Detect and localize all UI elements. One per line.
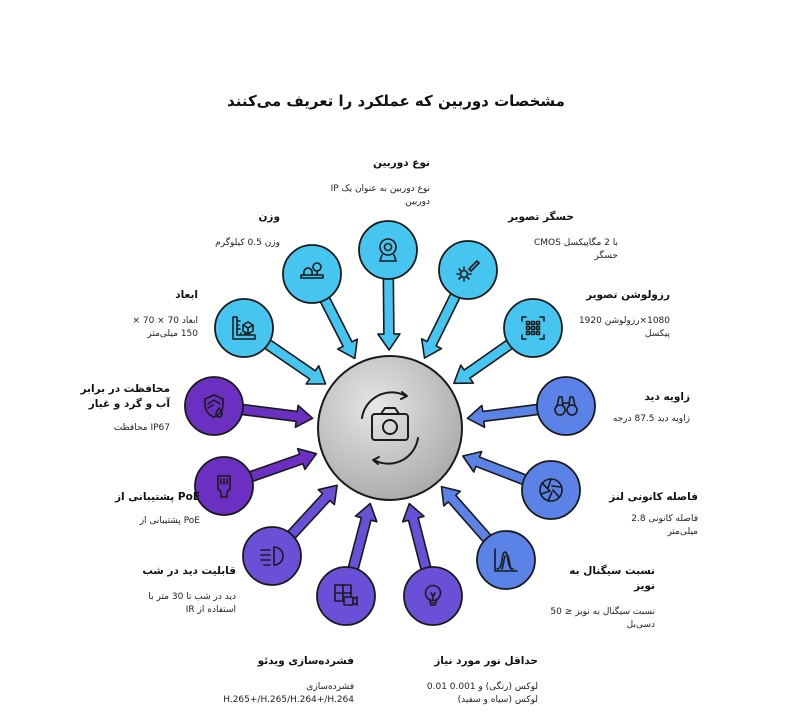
ethernet-icon bbox=[217, 475, 231, 498]
label-view-angle: زاویه دید زاویه دید 87.5 درجه bbox=[600, 390, 690, 426]
node-night_vision bbox=[242, 526, 302, 586]
pixel-grid-icon bbox=[521, 316, 545, 340]
label-desc: PoE پشتیبانی از bbox=[139, 516, 200, 526]
label-resolution: رزولوشن تصویر 1080×رزولوشن 1920 پیکسل bbox=[570, 288, 670, 341]
arrow-min_light bbox=[401, 502, 433, 574]
label-poe: PoE پشتیبانی از PoE پشتیبانی از bbox=[100, 490, 200, 528]
label-desc: فاصله کانونی 2.8 میلی‌متر bbox=[631, 514, 698, 537]
label-title: وزن bbox=[258, 211, 280, 223]
node-weight bbox=[282, 244, 342, 304]
label-night-vision: قابلیت دید در شب دید در شب تا 30 متر با … bbox=[130, 564, 236, 617]
node-resolution bbox=[503, 298, 563, 358]
label-desc: IP67 محافظت bbox=[113, 423, 170, 433]
light-bulb-icon bbox=[424, 584, 442, 606]
label-dimensions: ابعاد ابعاد 70 × 70 × 150 میلی‌متر bbox=[118, 288, 198, 341]
label-camera-type: نوع دوربین نوع دوربین به عنوان یک IP دور… bbox=[330, 156, 430, 209]
node-view_angle bbox=[536, 376, 596, 436]
camera-rotate-icon bbox=[361, 391, 419, 465]
ruler-box-icon bbox=[232, 316, 256, 340]
nodes-layer bbox=[184, 220, 596, 626]
node-compression bbox=[316, 566, 376, 626]
center-node bbox=[317, 355, 463, 501]
label-desc: نسبت سیگنال به نویز ≤ 50 دسی‌بل bbox=[550, 607, 655, 630]
label-desc: وزن 0.5 کیلوگرم bbox=[215, 238, 280, 248]
node-focal_length bbox=[521, 460, 581, 520]
arrow-focal_length bbox=[461, 450, 531, 487]
label-title: نسبت سیگنال به نویز bbox=[569, 565, 655, 592]
label-desc: زاویه دید 87.5 درجه bbox=[612, 414, 690, 424]
label-title: ابعاد bbox=[175, 289, 198, 301]
label-desc: نوع دوربین به عنوان یک IP دوربین bbox=[330, 184, 430, 207]
label-protection: محافظت در برابر آب و گرد و غبار IP67 محا… bbox=[70, 382, 170, 435]
label-desc: ابعاد 70 × 70 × 150 میلی‌متر bbox=[132, 316, 198, 339]
aperture-icon bbox=[539, 478, 563, 502]
arrow-snr bbox=[440, 485, 495, 546]
node-camera_type bbox=[358, 220, 418, 280]
label-weight: وزن وزن 0.5 کیلوگرم bbox=[200, 210, 280, 250]
label-focal-length: فاصله کانونی لنز فاصله کانونی 2.8 میلی‌م… bbox=[598, 490, 698, 539]
label-title: رزولوشن تصویر bbox=[586, 289, 670, 301]
webcam-icon bbox=[379, 238, 397, 262]
node-sensor bbox=[438, 240, 498, 300]
label-sensor: حسگر تصویر با 2 مگاپیکسل CMOS حسگر bbox=[508, 210, 618, 263]
arrow-camera_type bbox=[377, 274, 401, 351]
headlight-icon bbox=[260, 546, 284, 566]
arrow-night_vision bbox=[284, 484, 338, 542]
binoculars-icon bbox=[554, 396, 578, 416]
label-desc: با 2 مگاپیکسل CMOS حسگر bbox=[534, 238, 618, 261]
label-min-light: حداقل نور مورد نیاز لوکس (رنگی) و 0.001 … bbox=[418, 654, 538, 707]
arrow-dimensions bbox=[260, 337, 327, 385]
arrow-compression bbox=[346, 502, 378, 574]
label-desc: 1080×رزولوشن 1920 پیکسل bbox=[578, 316, 670, 339]
label-title: حسگر تصویر bbox=[508, 211, 574, 223]
label-title: فشرده‌سازی ویدئو bbox=[257, 655, 354, 667]
label-desc: فشرده‌سازی H.265+/H.265/H.264+/H.264 bbox=[223, 682, 354, 705]
arrows-layer bbox=[237, 274, 543, 574]
arrow-resolution bbox=[453, 337, 517, 385]
label-title: حداقل نور مورد نیاز bbox=[434, 655, 538, 667]
signal-wave-icon bbox=[494, 548, 518, 572]
label-title: قابلیت دید در شب bbox=[142, 565, 236, 577]
shield-water-icon bbox=[204, 394, 224, 418]
arrow-view_angle bbox=[466, 403, 543, 429]
arrow-weight bbox=[317, 293, 359, 360]
arrow-sensor bbox=[420, 289, 463, 359]
label-title: فاصله کانونی لنز bbox=[609, 491, 698, 503]
arrow-protection bbox=[237, 403, 314, 429]
label-desc: لوکس (رنگی) و 0.001 0.01 لوکس (سیاه و سف… bbox=[426, 682, 538, 705]
label-snr: نسبت سیگنال به نویز نسبت سیگنال به نویز … bbox=[545, 564, 655, 632]
node-protection bbox=[184, 376, 244, 436]
label-desc: دید در شب تا 30 متر با استفاده از IR bbox=[148, 592, 236, 615]
label-title: زاویه دید bbox=[644, 391, 690, 403]
node-snr bbox=[476, 530, 536, 590]
node-min_light bbox=[403, 566, 463, 626]
label-title: PoE پشتیبانی از bbox=[114, 491, 200, 503]
node-poe bbox=[194, 456, 254, 516]
page-title: مشخصات دوربین که عملکرد را تعریف می‌کنند bbox=[227, 92, 565, 110]
arrow-poe bbox=[245, 447, 318, 484]
label-title: نوع دوربین bbox=[373, 157, 430, 169]
label-title: محافظت در برابر آب و گرد و غبار bbox=[80, 383, 170, 410]
video-grid-icon bbox=[334, 584, 358, 606]
scale-icon bbox=[300, 262, 324, 279]
sensor-chip-icon bbox=[456, 260, 480, 282]
node-dimensions bbox=[214, 298, 274, 358]
label-compression: فشرده‌سازی ویدئو فشرده‌سازی H.265+/H.265… bbox=[218, 654, 354, 707]
